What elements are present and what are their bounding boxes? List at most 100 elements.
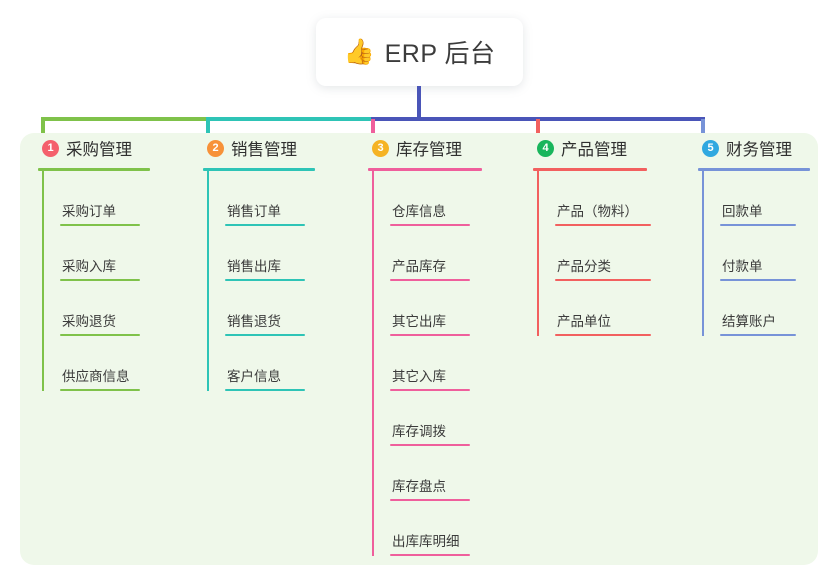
branch-spine-2 (207, 171, 209, 391)
branch-item[interactable]: 客户信息 (203, 336, 315, 391)
branch-item[interactable]: 库存盘点 (368, 446, 482, 501)
branch-header-3[interactable]: 3 库存管理 (368, 133, 482, 163)
branch-item-label: 产品库存 (392, 259, 446, 274)
branches-panel: 1 采购管理采购订单采购入库采购退货供应商信息 2 销售管理销售订单销售出库销售退货客… (20, 133, 818, 565)
branch-item-label: 库存调拨 (392, 424, 446, 439)
branch-item-label: 客户信息 (227, 369, 281, 384)
branch-item[interactable]: 采购订单 (38, 171, 150, 226)
branch-badge-3: 3 (372, 139, 389, 157)
branch-item-rule (60, 389, 140, 391)
branch-item-rule (555, 334, 651, 336)
branch-item-label: 付款单 (722, 259, 763, 274)
branch-items-1: 采购订单采购入库采购退货供应商信息 (38, 171, 150, 391)
branch-item-rule (555, 279, 651, 281)
branch-title-2: 销售管理 (231, 141, 297, 159)
branch-item[interactable]: 销售退货 (203, 281, 315, 336)
branch-item-label: 销售出库 (227, 259, 281, 274)
branch-item-rule (225, 279, 305, 281)
branch-item-label: 其它入库 (392, 369, 446, 384)
branch-items-3: 仓库信息产品库存其它出库其它入库库存调拨库存盘点出库库明细 (368, 171, 482, 556)
branch-item-rule (390, 499, 470, 501)
root-node[interactable]: 👍 ERP 后台 (316, 18, 523, 86)
branch-items-5: 回款单付款单结算账户 (698, 171, 810, 336)
branch-badge-1: 1 (42, 139, 59, 157)
branch-item-label: 出库库明细 (392, 534, 460, 549)
branch-item[interactable]: 付款单 (698, 226, 810, 281)
branch-item-rule (720, 279, 796, 281)
branch-item-label: 采购入库 (62, 259, 116, 274)
branch-item[interactable]: 其它出库 (368, 281, 482, 336)
branch-item-rule (225, 224, 305, 226)
branch-item-label: 回款单 (722, 204, 763, 219)
branch-item-label: 采购退货 (62, 314, 116, 329)
branch-item-rule (390, 334, 470, 336)
branch-item-rule (390, 389, 470, 391)
branch-item[interactable]: 库存调拨 (368, 391, 482, 446)
branch-header-rule-2 (203, 168, 315, 171)
branch-item-label: 产品单位 (557, 314, 611, 329)
branch-item[interactable]: 产品（物料） (533, 171, 651, 226)
branch-item[interactable]: 产品库存 (368, 226, 482, 281)
branch-item-rule (390, 279, 470, 281)
branch-item-rule (390, 554, 470, 556)
branch-item[interactable]: 采购入库 (38, 226, 150, 281)
branch-header-5[interactable]: 5 财务管理 (698, 133, 810, 163)
branch-item[interactable]: 采购退货 (38, 281, 150, 336)
branch-item[interactable]: 其它入库 (368, 336, 482, 391)
branch-item-label: 产品（物料） (557, 204, 638, 219)
branch-column-5: 5 财务管理回款单付款单结算账户 (698, 133, 810, 336)
branch-item-label: 仓库信息 (392, 204, 446, 219)
branch-title-3: 库存管理 (396, 141, 462, 159)
branch-column-3: 3 库存管理仓库信息产品库存其它出库其它入库库存调拨库存盘点出库库明细 (368, 133, 482, 556)
branch-item-label: 销售退货 (227, 314, 281, 329)
branch-spine-5 (702, 171, 704, 336)
branch-item-label: 库存盘点 (392, 479, 446, 494)
branch-item[interactable]: 产品单位 (533, 281, 651, 336)
branch-title-5: 财务管理 (726, 141, 792, 159)
branch-item-label: 销售订单 (227, 204, 281, 219)
branch-item-rule (60, 224, 140, 226)
branch-item-rule (225, 334, 305, 336)
branch-item-rule (390, 444, 470, 446)
branch-spine-4 (537, 171, 539, 336)
branch-header-1[interactable]: 1 采购管理 (38, 133, 150, 163)
branch-item[interactable]: 回款单 (698, 171, 810, 226)
branch-item-rule (720, 334, 796, 336)
branch-header-4[interactable]: 4 产品管理 (533, 133, 651, 163)
branch-spine-3 (372, 171, 374, 556)
branch-item[interactable]: 销售出库 (203, 226, 315, 281)
branch-item-label: 产品分类 (557, 259, 611, 274)
thumbs-up-icon: 👍 (343, 37, 375, 66)
root-title: ERP 后台 (384, 40, 496, 68)
branch-item-label: 采购订单 (62, 204, 116, 219)
branch-header-2[interactable]: 2 销售管理 (203, 133, 315, 163)
branch-items-4: 产品（物料） 产品分类产品单位 (533, 171, 651, 336)
branch-item-label: 结算账户 (722, 314, 776, 329)
branch-item-rule (225, 389, 305, 391)
branch-item-label: 供应商信息 (62, 369, 130, 384)
branch-item-rule (555, 224, 651, 226)
branch-items-2: 销售订单销售出库销售退货客户信息 (203, 171, 315, 391)
branch-badge-5: 5 (702, 139, 719, 157)
branch-item-rule (390, 224, 470, 226)
branch-item[interactable]: 产品分类 (533, 226, 651, 281)
branch-spine-1 (42, 171, 44, 391)
branch-item-rule (720, 224, 796, 226)
branch-item-label: 其它出库 (392, 314, 446, 329)
branch-badge-2: 2 (207, 139, 224, 157)
branch-header-rule-1 (38, 168, 150, 171)
branch-item[interactable]: 供应商信息 (38, 336, 150, 391)
branch-item-rule (60, 334, 140, 336)
branch-badge-4: 4 (537, 139, 554, 157)
branch-title-4: 产品管理 (561, 141, 627, 159)
branch-item[interactable]: 销售订单 (203, 171, 315, 226)
branch-item[interactable]: 结算账户 (698, 281, 810, 336)
branch-header-rule-4 (533, 168, 647, 171)
branch-column-4: 4 产品管理产品（物料） 产品分类产品单位 (533, 133, 651, 336)
branch-header-rule-5 (698, 168, 810, 171)
branch-item[interactable]: 出库库明细 (368, 501, 482, 556)
branch-item[interactable]: 仓库信息 (368, 171, 482, 226)
branch-title-1: 采购管理 (66, 141, 132, 159)
branch-item-rule (60, 279, 140, 281)
